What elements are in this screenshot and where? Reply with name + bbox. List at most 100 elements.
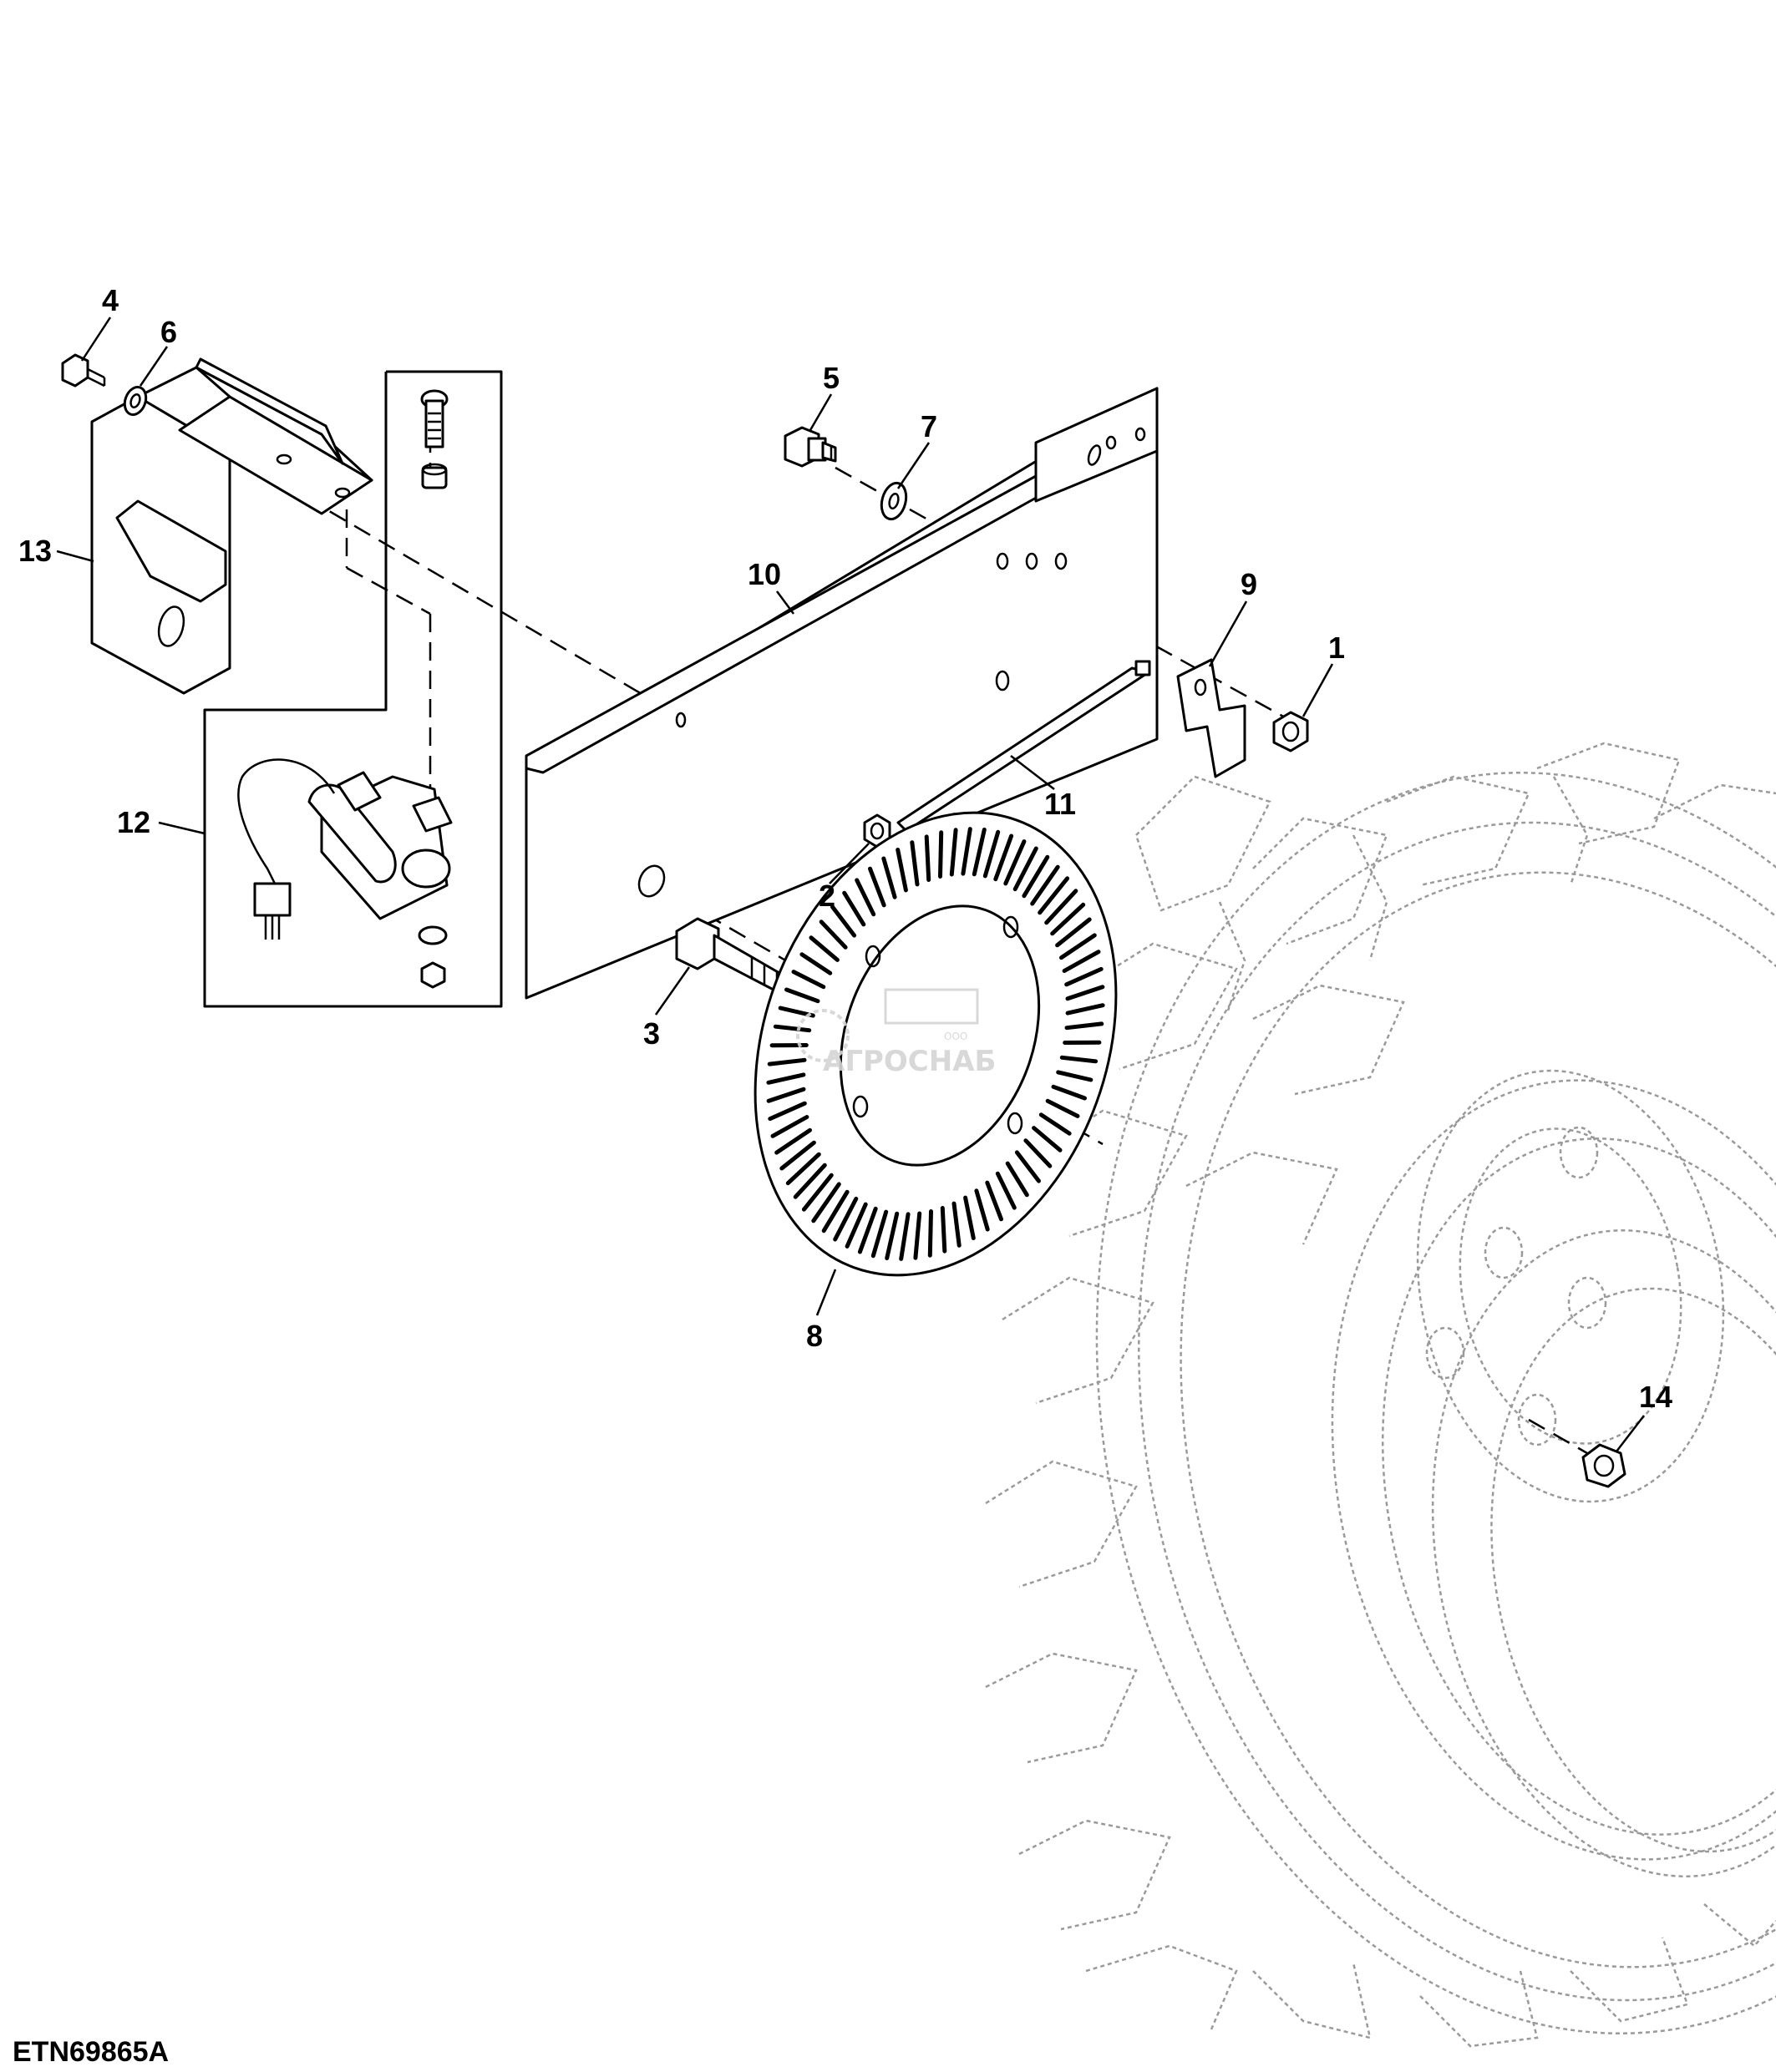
leader-6 (139, 346, 169, 387)
tone-ring-slot (1005, 1161, 1029, 1198)
tone-ring-slot (819, 919, 848, 950)
tone-ring-slot (963, 1195, 976, 1240)
tone-ring-slot (855, 878, 876, 917)
tone-ring-slot (995, 1171, 1017, 1210)
tone-ring-slots (766, 827, 1105, 1261)
callout-12: 12 (117, 805, 150, 839)
tone-ring-slot (766, 1087, 806, 1103)
tone-ring-slot (1038, 876, 1070, 915)
tone-ring-slot (801, 1173, 834, 1212)
callout-leader-lines (56, 317, 1645, 1452)
part-1-nut (1272, 711, 1309, 752)
tone-ring-slot (1062, 950, 1101, 973)
tone-ring-slot (913, 1211, 922, 1260)
tone-ring-slot (1056, 1070, 1094, 1082)
part-13-mounting-bracket (90, 357, 373, 695)
tone-ring-slot (1022, 854, 1050, 899)
tone-ring-slot (770, 1115, 809, 1138)
callout-1: 1 (1328, 631, 1345, 665)
tone-ring-slot (774, 1127, 812, 1155)
part-12-sensor (237, 389, 453, 989)
watermark-prefix: ООО (944, 1031, 967, 1042)
tone-ring-slot (1051, 1084, 1087, 1101)
leader-10 (775, 590, 795, 615)
callout-7: 7 (921, 409, 937, 443)
tone-ring-slot (881, 856, 897, 899)
tone-ring-slot (791, 970, 826, 990)
watermark: ООО АГРОСНАБ (796, 988, 996, 1078)
callout-5: 5 (823, 361, 840, 395)
callout-4: 4 (102, 283, 119, 317)
leader-12 (158, 821, 206, 835)
tone-ring-slot (870, 1209, 889, 1259)
tone-ring-slot (809, 935, 840, 962)
callout-11: 11 (1044, 787, 1076, 821)
tone-ring-slot (842, 890, 866, 927)
tone-ring-slot (899, 1212, 911, 1261)
tone-ring-slot (793, 1163, 827, 1199)
tone-ring-slot (993, 833, 1014, 882)
part-4-bolt (61, 353, 106, 388)
callout-9: 9 (1241, 567, 1257, 601)
tone-ring-slot (821, 1189, 850, 1234)
tone-ring-slot (1038, 1112, 1072, 1136)
leader-9 (1208, 600, 1248, 667)
tone-ring-slot (768, 1101, 807, 1122)
leader-13 (56, 550, 94, 563)
tone-ring-slot (951, 1201, 962, 1248)
tone-ring-slot (927, 1209, 933, 1258)
tone-ring-slot (779, 1140, 816, 1171)
tone-ring-slot (868, 866, 886, 908)
tone-ring-slot (972, 828, 987, 877)
tone-ring-slot (1023, 1138, 1053, 1168)
tone-ring-slot (1064, 966, 1104, 987)
callout-13: 13 (18, 534, 52, 568)
tone-ring-slot (1003, 839, 1027, 886)
part-9-clip (1176, 658, 1246, 778)
tone-ring-slot (974, 1188, 990, 1232)
tone-ring-slot (784, 987, 820, 1004)
tone-ring-slot (1059, 933, 1097, 960)
part-7-washer (880, 481, 908, 521)
tone-ring-slot (767, 1057, 807, 1066)
tone-ring-slot (1014, 1150, 1041, 1183)
watermark-brand: АГРОСНАБ (823, 1045, 996, 1078)
tone-ring-slot (1030, 864, 1060, 906)
leader-2 (829, 843, 870, 884)
tone-ring-slot (830, 904, 857, 938)
tone-ring-slot (961, 827, 972, 876)
callout-labels: 1 2 3 4 5 6 7 8 9 10 11 12 13 14 (18, 283, 1672, 1414)
leader-11 (1010, 755, 1055, 790)
callout-8: 8 (806, 1319, 823, 1353)
tone-ring-slot (1044, 889, 1078, 925)
tone-ring-slot (1032, 1126, 1063, 1153)
tone-ring-slot (1065, 985, 1105, 1001)
leader-5 (809, 393, 833, 431)
tone-ring-slot (1050, 902, 1086, 936)
callout-6: 6 (160, 315, 177, 349)
figure-id: ETN69865A (13, 2036, 169, 2068)
tone-ring-slot (1059, 1055, 1099, 1064)
part-8-tone-ring (754, 811, 1118, 1277)
tone-ring-slot (785, 1152, 821, 1186)
callout-3: 3 (643, 1016, 660, 1051)
part-14-wheel-nut (1581, 1443, 1626, 1488)
part-10-mounting-plate (525, 387, 1159, 1000)
callout-10: 10 (748, 557, 781, 591)
tone-ring-slot (766, 1072, 806, 1085)
tone-ring-slot (857, 1206, 878, 1254)
tone-ring-slot (940, 1206, 947, 1254)
tone-ring-slot (845, 1202, 868, 1249)
tone-ring-slot (885, 1211, 900, 1260)
tone-ring-slot (1012, 846, 1038, 892)
tone-ring-slot (982, 829, 1001, 879)
tone-ring-slot (833, 1196, 859, 1242)
callout-14: 14 (1639, 1380, 1672, 1414)
part-12-sensor-assembly-frame (203, 370, 503, 1008)
tone-ring-slot (773, 1024, 812, 1033)
tone-ring-slot (799, 952, 833, 975)
tone-ring-slot (1045, 1098, 1080, 1118)
leader-14 (1616, 1415, 1645, 1452)
tone-ring-slot (985, 1180, 1003, 1222)
